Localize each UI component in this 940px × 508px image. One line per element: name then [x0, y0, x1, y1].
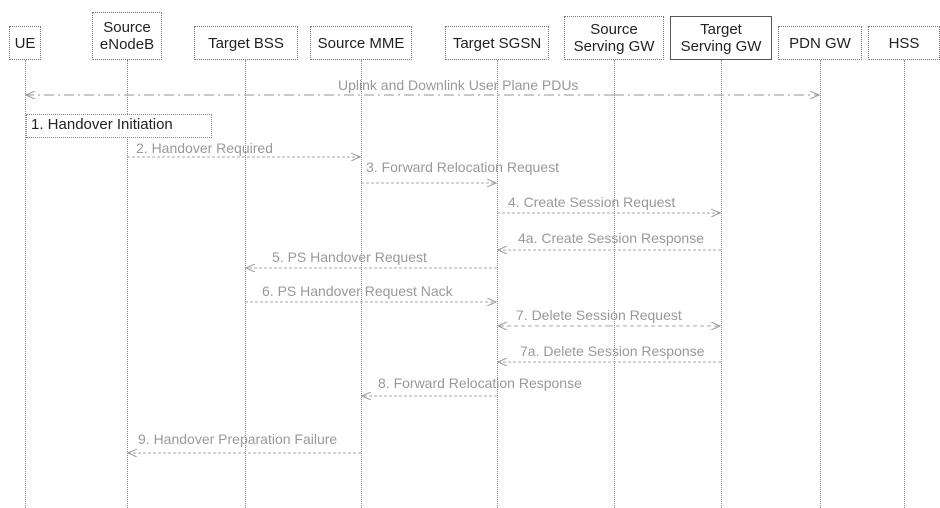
lifeline-ue [25, 60, 26, 508]
label-4a: 4a. Create Session Response [518, 230, 704, 246]
handover-initiation-note: 1. Handover Initiation [26, 114, 212, 138]
label-6: 6. PS Handover Request Nack [262, 283, 454, 299]
node-target-sgw: Target Serving GW [670, 16, 772, 60]
label-7: 7. Delete Session Request [516, 307, 682, 323]
lifeline-source-sgw [614, 60, 615, 508]
lifeline-hss [904, 60, 905, 508]
node-target-sgsn: Target SGSN [445, 26, 549, 60]
node-ue: UE [9, 26, 41, 60]
label-4: 4. Create Session Request [508, 194, 675, 210]
node-pdn-gw: PDN GW [778, 26, 862, 60]
lifeline-pdn-gw [820, 60, 821, 508]
node-source-mme: Source MME [310, 26, 412, 60]
lifeline-source-mme [361, 60, 362, 508]
lifeline-source-enodeb [127, 60, 128, 508]
pdus-label: Uplink and Downlink User Plane PDUs [338, 77, 578, 93]
label-7a: 7a. Delete Session Response [520, 343, 705, 359]
node-hss: HSS [868, 26, 940, 60]
node-source-enodeb: Source eNodeB [92, 12, 162, 60]
label-8: 8. Forward Relocation Response [378, 375, 582, 391]
lifeline-target-sgw [721, 60, 722, 508]
lifeline-target-sgsn [497, 60, 498, 508]
node-target-bss: Target BSS [194, 26, 298, 60]
node-source-sgw: Source Serving GW [564, 16, 664, 60]
label-3: 3. Forward Relocation Request [366, 159, 559, 175]
label-2: 2. Handover Required [136, 140, 273, 156]
lifeline-target-bss [245, 60, 246, 508]
label-9: 9. Handover Preparation Failure [138, 431, 337, 447]
label-5: 5. PS Handover Request [272, 249, 427, 265]
